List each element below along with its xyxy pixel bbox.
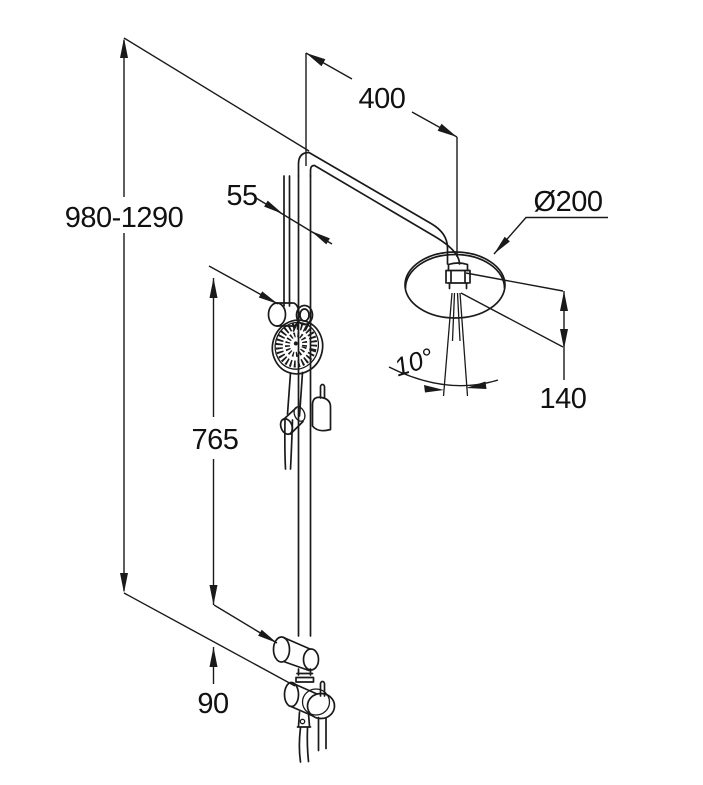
pipe-collar — [295, 672, 315, 683]
hand-shower-holder — [267, 302, 314, 327]
dim-spray-angle — [388, 366, 499, 393]
hand-shower — [271, 319, 324, 436]
dim-bottom-offset — [209, 585, 278, 684]
shower-column-figure — [267, 151, 506, 763]
hose-union-elbow — [311, 383, 332, 432]
label-arm-length: 400 — [359, 83, 406, 115]
dim-arm-length — [305, 52, 458, 257]
riser-pipe — [297, 175, 312, 676]
hand-shower-handle — [286, 371, 304, 417]
label-rail-length: 765 — [192, 424, 239, 456]
label-spray-angle: 10° — [390, 342, 437, 383]
dim-rail-length — [208, 265, 279, 605]
dim-height-range — [120, 37, 310, 687]
spray-cone — [442, 292, 469, 397]
dim-head-drop — [460, 272, 568, 380]
pipe-arm-inner — [309, 164, 461, 265]
hose-outlet — [296, 711, 327, 763]
label-head-diameter: Ø200 — [534, 186, 603, 218]
hose-coupling — [279, 406, 306, 436]
pipe-arm-outer — [297, 151, 449, 265]
overhead-shower-head — [404, 251, 506, 319]
dim-head-diameter — [493, 216, 608, 255]
label-head-drop: 140 — [540, 383, 587, 415]
slide-rail — [283, 175, 294, 470]
label-bottom-offset: 90 — [197, 688, 228, 720]
diverter-valve — [283, 680, 336, 720]
label-height-range: 980-1290 — [65, 202, 184, 234]
head-connector-nut — [445, 262, 471, 290]
dimension-lines — [120, 37, 608, 687]
dim-rail-offset — [255, 197, 333, 245]
label-rail-offset: 55 — [226, 180, 257, 212]
dimension-labels: 980-1290 400 55 Ø200 140 765 90 10° — [61, 83, 603, 720]
wall-bracket — [272, 636, 320, 672]
